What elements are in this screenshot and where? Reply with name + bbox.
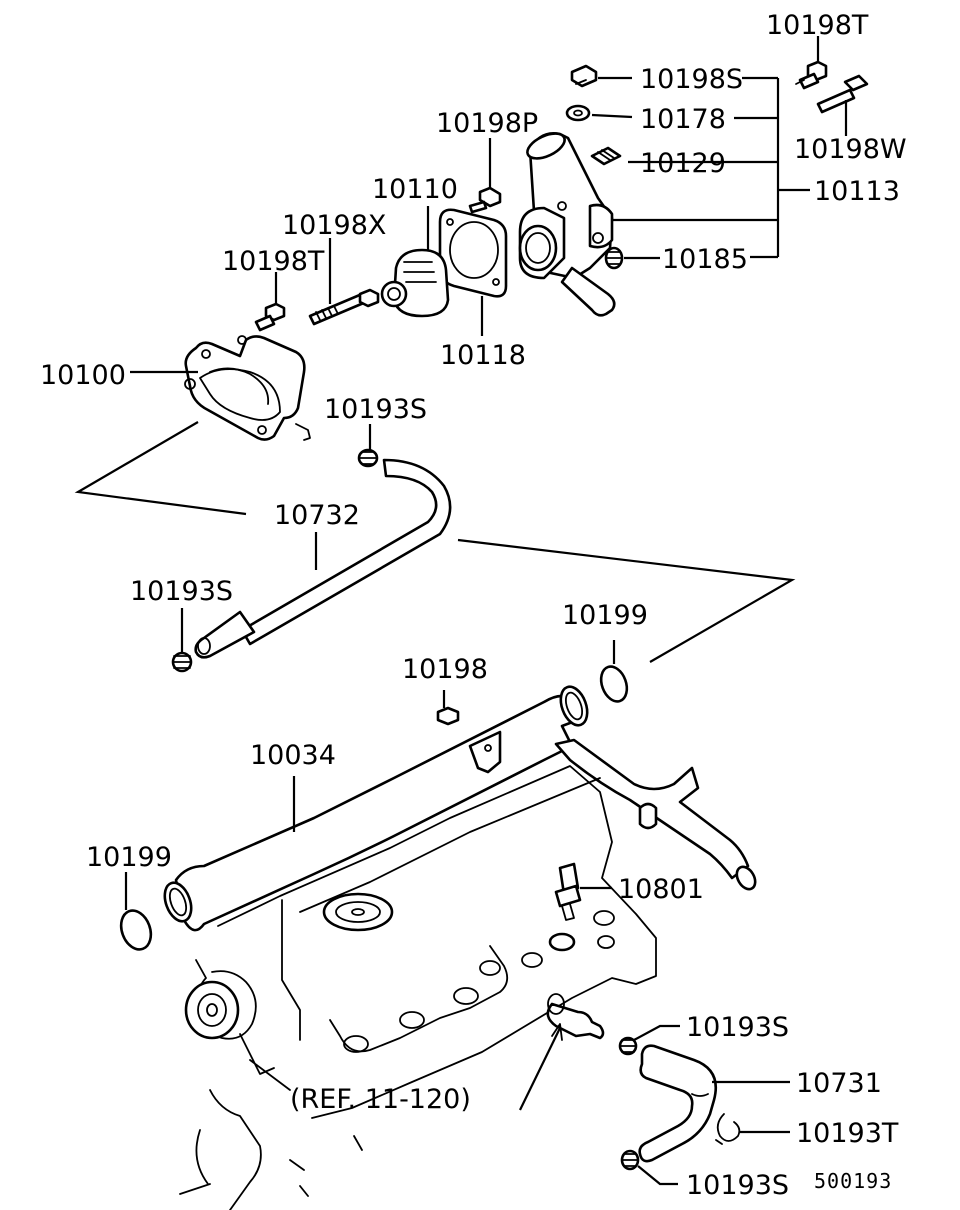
- temperature-sensor-10801: [554, 862, 612, 921]
- clamp-10193S-c: [618, 1024, 680, 1056]
- water-pipe-10034: [163, 685, 757, 932]
- oring-10199-right: [599, 640, 629, 703]
- label-10100: 10100: [40, 360, 126, 391]
- outlet-fitting: [546, 993, 605, 1040]
- label-10129: 10129: [640, 148, 726, 179]
- bracket-10113: [612, 76, 810, 259]
- hose-10731: [638, 1044, 790, 1163]
- bolt-10198S: [570, 64, 632, 88]
- label-10198: 10198: [402, 654, 488, 685]
- plug-10185: [604, 246, 660, 270]
- hose-10732: [194, 458, 452, 659]
- clamp-10193S-d: [620, 1149, 678, 1186]
- label-10178: 10178: [640, 104, 726, 135]
- label-10198X: 10198X: [282, 210, 386, 241]
- leader-explode-lines: [74, 421, 796, 663]
- label-10193S-a: 10193S: [324, 394, 427, 425]
- gasket-10118: [438, 208, 508, 336]
- bolt-10198W: [816, 74, 869, 136]
- label-10198T-top: 10198T: [766, 10, 869, 41]
- label-10034: 10034: [250, 740, 336, 771]
- label-10199-left: 10199: [86, 842, 172, 873]
- oring-10199-left: [119, 872, 153, 951]
- bolt-10198: [436, 690, 460, 726]
- thermostat-10110: [380, 206, 450, 318]
- label-10198W: 10198W: [794, 134, 907, 165]
- label-10801: 10801: [618, 874, 704, 905]
- clamp-10193S-b: [171, 608, 193, 673]
- bolt-10198T-left: [254, 272, 286, 332]
- label-10731: 10731: [796, 1068, 882, 1099]
- label-10198T-left: 10198T: [222, 246, 325, 277]
- clamp-10193S-a: [357, 424, 379, 468]
- bolt-10198T-top: [795, 36, 828, 90]
- label-10113: 10113: [814, 176, 900, 207]
- label-10199-right: 10199: [562, 600, 648, 631]
- water-inlet-10100: [130, 335, 311, 441]
- label-10118: 10118: [440, 340, 526, 371]
- washer-10178: [565, 104, 633, 122]
- clip-10193T: [715, 1113, 790, 1145]
- label-10110: 10110: [372, 174, 458, 205]
- label-10198P: 10198P: [436, 108, 538, 139]
- ref-leader: [519, 1023, 563, 1111]
- ref-label: (REF. 11-120): [290, 1084, 471, 1115]
- label-10185: 10185: [662, 244, 748, 275]
- cylinder-head: [179, 765, 657, 1210]
- thermostat-housing-10113: [518, 132, 616, 317]
- label-10193T: 10193T: [796, 1118, 899, 1149]
- label-10193S-d: 10193S: [686, 1170, 789, 1201]
- label-10198S: 10198S: [640, 64, 743, 95]
- label-10732: 10732: [274, 500, 360, 531]
- plug-10129: [590, 146, 622, 166]
- label-10193S-c: 10193S: [686, 1012, 789, 1043]
- bolt-10198X: [308, 238, 380, 326]
- figure-code: 500193: [814, 1169, 892, 1193]
- label-10193S-b: 10193S: [130, 576, 233, 607]
- bolt-10198P: [468, 138, 502, 214]
